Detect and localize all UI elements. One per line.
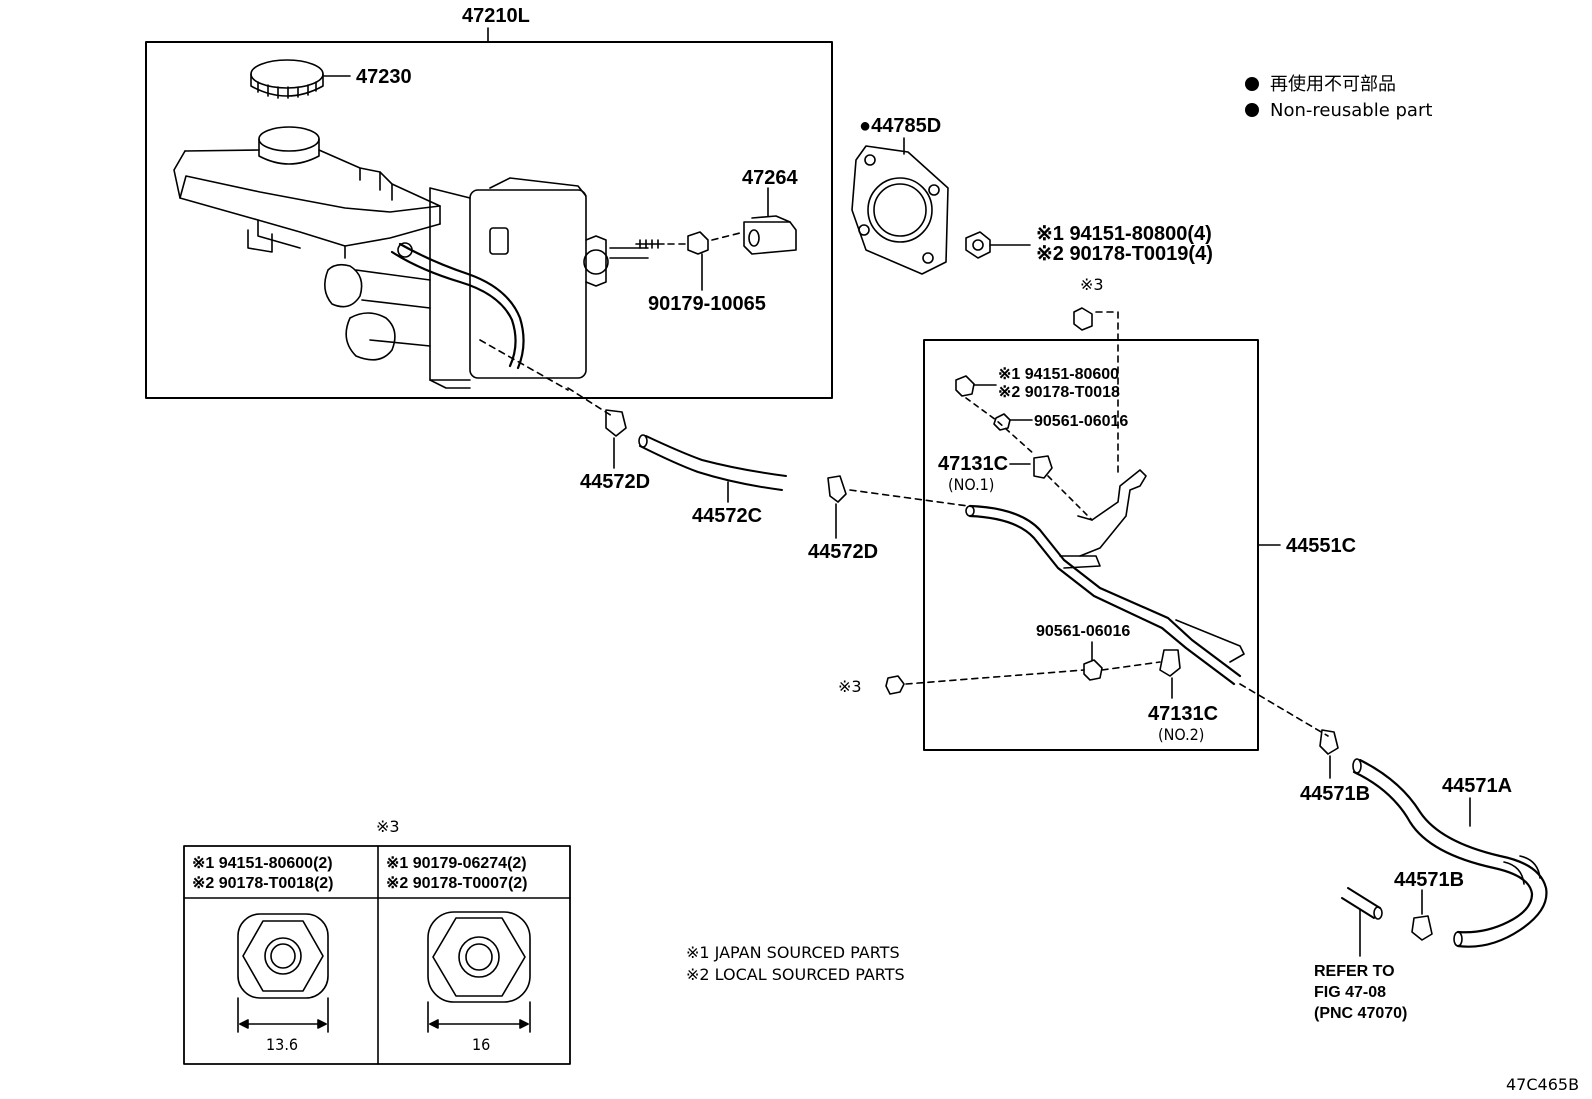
label-90561-06016-top: 90561-06016 (1034, 413, 1128, 430)
table-heading: ※3 (376, 817, 400, 836)
fastener-table: ※3 ※1 94151-80600(2) ※2 90178-T0018(2) ※… (183, 817, 571, 1065)
refer-line2: FIG 47-08 (1314, 984, 1386, 1001)
nut-13-6-drawing (237, 913, 329, 1033)
legend-jp: 再使用不可部品 (1270, 74, 1396, 95)
label-44551C: 44551C (1286, 535, 1356, 557)
table-col2-line1: ※1 90179-06274(2) (386, 855, 527, 872)
note-japan: ※1 JAPAN SOURCED PARTS (686, 943, 900, 962)
bullet-icon (1245, 77, 1259, 91)
label-47230: 47230 (356, 66, 412, 88)
refer-line1: REFER TO (1314, 963, 1395, 980)
fastener-top: ※1 94151-80800(4) ※2 90178-T0019(4) (965, 223, 1213, 265)
label-90178-T0019: ※2 90178-T0019(4) (1036, 243, 1213, 265)
label-47264: 47264 (742, 167, 798, 189)
brake-actuator-drawing (173, 126, 649, 391)
label-90561-06016-bottom: 90561-06016 (1036, 623, 1130, 640)
label-ref3-mid: ※3 (838, 677, 862, 696)
refer-line3: (PNC 47070) (1314, 1005, 1407, 1022)
notes: ※1 JAPAN SOURCED PARTS ※2 LOCAL SOURCED … (686, 943, 905, 984)
dim-16: 16 (472, 1035, 490, 1054)
label-44572D-right: 44572D (808, 541, 878, 563)
label-44572D-left: 44572D (580, 471, 650, 493)
dim-13-6: 13.6 (266, 1035, 298, 1054)
label-47131C-no2-sub: (NO.2) (1158, 725, 1204, 744)
label-90178-T0018: ※2 90178-T0018 (998, 384, 1120, 401)
label-90179-10065: 90179-10065 (648, 293, 766, 315)
reservoir-cap-drawing (250, 59, 324, 99)
bracket-47264-drawing (711, 187, 797, 255)
legend: 再使用不可部品 Non-reusable part (1245, 74, 1432, 121)
stud-nut-drawing (635, 231, 709, 291)
label-ref3-top: ※3 (1080, 275, 1104, 294)
label-47131C-no1: 47131C (938, 453, 1008, 475)
label-44571A: 44571A (1442, 775, 1512, 797)
label-94151-80800: ※1 94151-80800(4) (1036, 223, 1212, 245)
bullet-icon (1245, 103, 1259, 117)
table-col1-line2: ※2 90178-T0018(2) (192, 875, 334, 892)
label-44571B-top: 44571B (1300, 783, 1370, 805)
gasket-44785D: ●44785D (851, 115, 949, 275)
label-47210L: 47210L (462, 5, 530, 27)
table-col1-line1: ※1 94151-80600(2) (192, 855, 333, 872)
label-94151-80600: ※1 94151-80600 (998, 366, 1119, 383)
hose-44571: 44571B 44571A 44571B REFER TO FIG 47-08 … (1239, 683, 1548, 1022)
ref3-top: ※3 (1073, 275, 1119, 475)
label-47131C-no2: 47131C (1148, 703, 1218, 725)
label-44785D: ●44785D (859, 115, 941, 137)
hose-44572: 44572D 44572C 44572D (567, 387, 969, 563)
assembly-47210L: 47210L 47230 (145, 5, 833, 399)
table-col2-line2: ※2 90178-T0007(2) (386, 875, 528, 892)
label-44571B-bottom: 44571B (1394, 869, 1464, 891)
lower-fasteners: 90561-06016 47131C (NO.2) ※3 (838, 623, 1218, 744)
figure-code: 47C465B (1506, 1075, 1579, 1094)
legend-en: Non-reusable part (1270, 100, 1432, 121)
label-44572C: 44572C (692, 505, 762, 527)
tube-assembly-44551C: 44551C ※1 94151-80600 ※2 90178-T0018 905… (923, 339, 1356, 751)
nut-16-drawing (427, 911, 531, 1033)
note-local: ※2 LOCAL SOURCED PARTS (686, 965, 905, 984)
label-47131C-no1-sub: (NO.1) (948, 475, 994, 494)
